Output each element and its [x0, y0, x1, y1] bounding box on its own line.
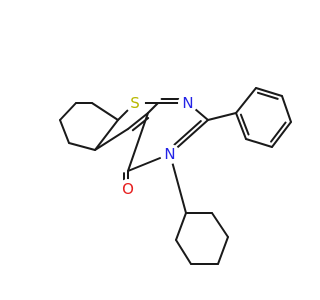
- canvas-background: [0, 0, 300, 300]
- bond-c6-c5: [59, 102, 77, 121]
- nitrogen-atom-n3-label: N: [164, 145, 175, 163]
- bond-c4a-c3a: [127, 112, 149, 130]
- bond-n3-cy2: [169, 153, 187, 214]
- sulfur-atom: S: [125, 93, 145, 113]
- double-bond-c2-n3: [170, 120, 202, 148]
- bond-c4b-c4a: [94, 128, 129, 151]
- oxygen-atom: O: [118, 179, 138, 199]
- bond-c7a-c7: [91, 102, 119, 121]
- double-bond-c4a-c3a: [131, 117, 150, 132]
- bond-c4o-c3a: [127, 112, 149, 172]
- bond-c4-c4b: [68, 142, 96, 151]
- bond-cy3-cy4: [175, 239, 192, 265]
- nitrogen-atom-n1-label: N: [182, 94, 193, 112]
- bond-ph1-ph2: [235, 87, 257, 114]
- oxygen-atom-label: O: [122, 180, 134, 198]
- bond-c3a-c8a: [147, 102, 159, 114]
- nitrogen-atom-n3: N: [160, 144, 180, 164]
- atom-label-layer: S N N O: [118, 93, 198, 199]
- bond-c2-ph1: [207, 112, 237, 121]
- bond-c5-c4: [59, 119, 70, 144]
- double-bond-ph2-ph3: [256, 91, 279, 100]
- bond-ph6-ph1: [235, 112, 247, 140]
- bond-ph5-ph6: [245, 138, 273, 148]
- sulfur-atom-label: S: [130, 94, 140, 112]
- bond-c7a-c4b: [94, 119, 119, 151]
- bond-cy6-cy7: [211, 212, 229, 238]
- molecule-structure-diagram: S N N O: [0, 0, 300, 300]
- double-bond-ph6-ph1: [239, 113, 250, 136]
- bond-ph2-ph3: [255, 87, 283, 97]
- double-bond-ph4-ph5: [270, 121, 287, 143]
- bond-ph3-ph4: [281, 95, 292, 123]
- bond-ph4-ph5: [271, 121, 292, 148]
- nitrogen-atom-n1: N: [178, 93, 198, 113]
- bond-cy5-cy6: [217, 236, 229, 265]
- bond-cy2-cy3: [175, 212, 187, 241]
